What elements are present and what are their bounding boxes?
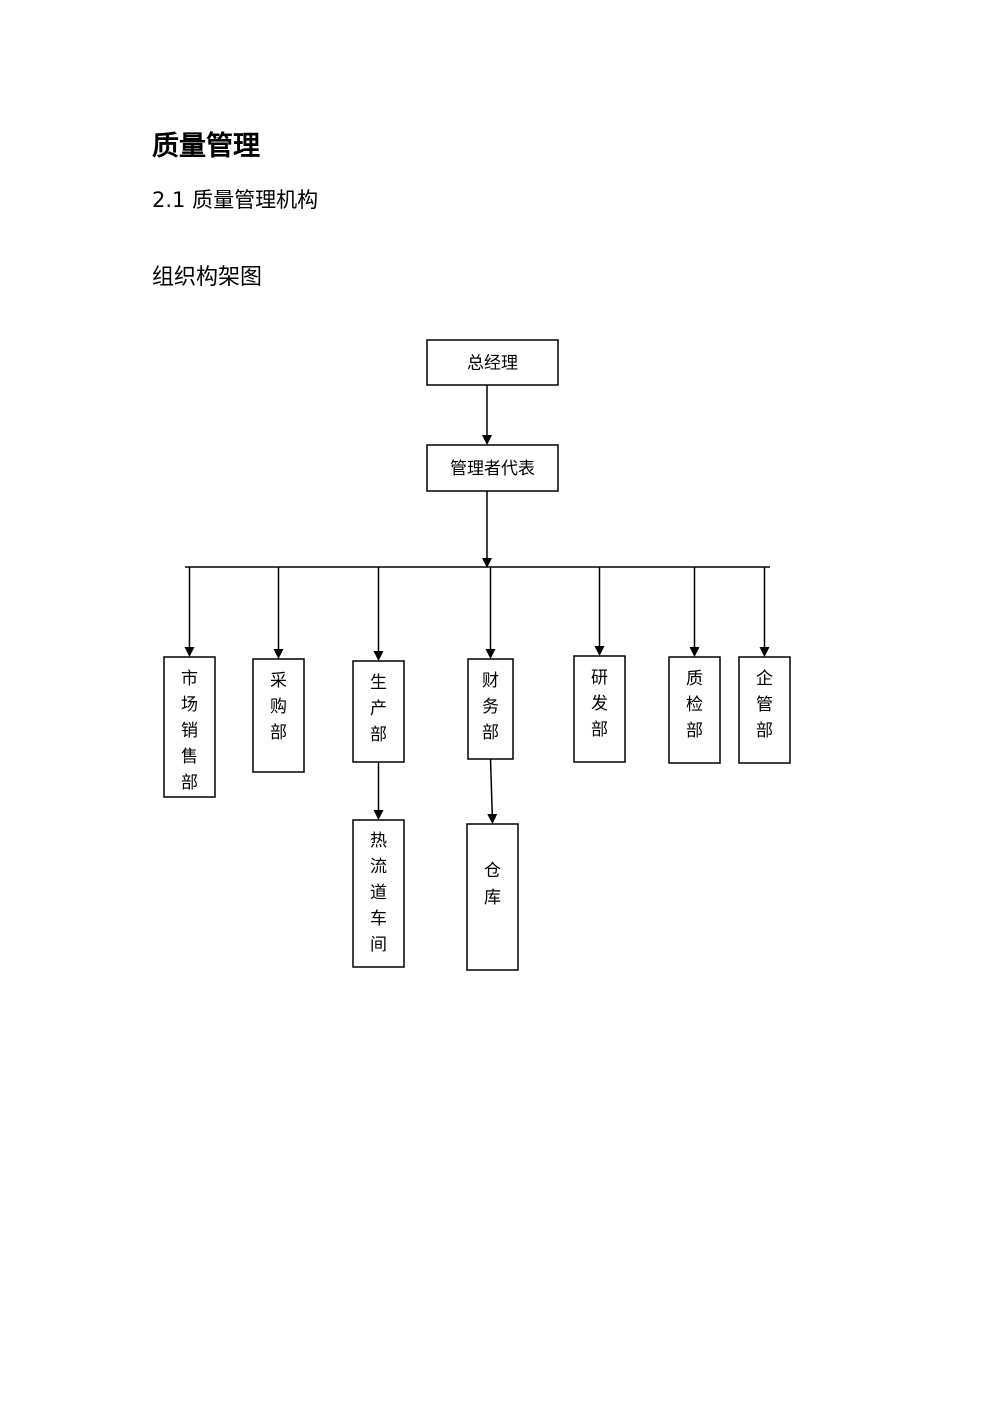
dept-production-label: 生产部	[370, 673, 387, 745]
dept-purchasing-label: 采购部	[270, 671, 287, 743]
dept-purchasing-box	[252, 658, 305, 773]
unit-warehouse-label: 仓库	[484, 861, 501, 908]
dept-finance-box	[467, 658, 514, 760]
dept-qc-label: 质检部	[686, 669, 703, 741]
management-rep-box	[426, 444, 559, 492]
dept-finance-label: 财务部	[482, 671, 499, 743]
unit-hotrunner-label: 热流道车间	[370, 831, 387, 955]
dept-admin-label: 企管部	[756, 669, 773, 741]
dept-marketing-label: 市场销售部	[181, 669, 198, 793]
dept-production-box	[352, 660, 405, 763]
org-chart-connectors	[184, 385, 770, 824]
chart-subheading: 组织构架图	[152, 265, 263, 290]
page-heading: 质量管理	[152, 131, 260, 162]
unit-hotrunner-box	[352, 819, 405, 968]
general-manager-label: 总经理	[467, 354, 518, 374]
dept-rnd-label: 研发部	[591, 668, 608, 740]
arrow-finance-to-warehouse	[487, 758, 498, 824]
section-title: 2.1 质量管理机构	[152, 188, 319, 212]
dept-qc-box	[668, 656, 721, 764]
dept-rnd-box	[573, 655, 626, 763]
unit-warehouse-box	[466, 823, 519, 971]
dept-marketing-box	[163, 656, 216, 798]
dept-admin-box	[738, 656, 791, 764]
general-manager-box	[426, 339, 559, 386]
management-rep-label: 管理者代表	[450, 459, 535, 479]
